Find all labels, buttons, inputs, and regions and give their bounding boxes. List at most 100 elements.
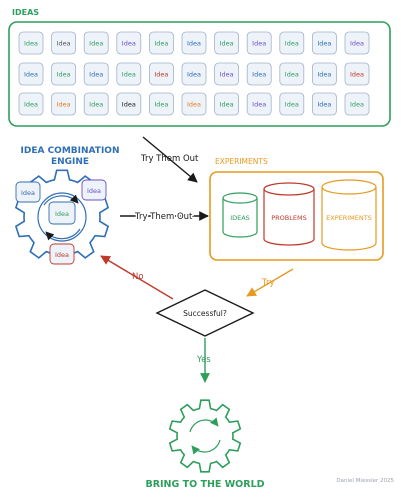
idea-card-label: Idea	[89, 71, 103, 79]
idea-card: Idea	[344, 62, 370, 86]
idea-card: Idea	[214, 62, 240, 86]
idea-card: Idea	[18, 62, 44, 86]
decision-label: Successful?	[183, 309, 227, 318]
idea-card-label: Idea	[252, 40, 266, 48]
engine-idea-label: Idea	[87, 187, 101, 195]
idea-card-label: Idea	[154, 101, 168, 109]
decision-diamond	[155, 289, 255, 337]
outcome-title: BRING TO THE WORLD	[145, 479, 264, 490]
arrow-ideas-to-experiments	[142, 136, 198, 183]
idea-card-label: Idea	[57, 40, 71, 48]
idea-card: Idea	[148, 31, 174, 55]
idea-card: Idea	[279, 31, 305, 55]
idea-card-label: Idea	[285, 101, 299, 109]
engine-title-line1: IDEA COMBINATION	[21, 146, 120, 156]
idea-card: Idea	[246, 92, 272, 116]
idea-card: Idea	[83, 92, 109, 116]
idea-card: Idea	[51, 62, 76, 86]
experiments-container	[209, 171, 384, 261]
idea-card-label: Idea	[154, 71, 168, 79]
idea-card: Idea	[214, 92, 240, 116]
idea-card: Idea	[116, 62, 142, 86]
idea-card: Idea	[344, 31, 370, 55]
idea-card-label: Idea	[350, 101, 364, 109]
idea-card-label: Idea	[350, 71, 364, 79]
world-gear-icon	[168, 399, 242, 473]
idea-card-label: Idea	[317, 40, 331, 48]
idea-card: Idea	[279, 92, 305, 116]
idea-card-label: Idea	[220, 101, 234, 109]
idea-card-label: Idea	[122, 71, 136, 79]
idea-card-label: Idea	[57, 71, 71, 79]
cylinder-experiments-label: EXPERIMENTS	[326, 214, 372, 222]
idea-card: Idea	[311, 92, 337, 116]
idea-card-label: Idea	[252, 101, 266, 109]
idea-card-label: Idea	[57, 101, 71, 109]
idea-card: Idea	[148, 92, 174, 116]
engine-idea-card: Idea	[49, 243, 75, 265]
engine-idea-label: Idea	[55, 210, 69, 218]
idea-card: Idea	[181, 62, 207, 86]
idea-card: Idea	[83, 31, 109, 55]
engine-idea-label: Idea	[55, 251, 69, 259]
idea-card: Idea	[311, 62, 337, 86]
idea-card-label: Idea	[89, 40, 103, 48]
idea-card-label: Idea	[285, 71, 299, 79]
cylinder-ideas-label: IDEAS	[230, 214, 250, 222]
engine-idea-card: Idea	[48, 201, 76, 225]
idea-card-label: Idea	[89, 101, 103, 109]
idea-card-label: Idea	[24, 101, 38, 109]
idea-card: Idea	[246, 31, 272, 55]
arrow-experiments-to-decision	[246, 268, 294, 297]
idea-card-label: Idea	[24, 40, 38, 48]
idea-card: Idea	[18, 31, 44, 55]
idea-card-label: Idea	[187, 101, 201, 109]
idea-card-label: Idea	[252, 71, 266, 79]
cylinder-problems: PROBLEMS	[263, 182, 315, 246]
engine-idea-card: Idea	[15, 181, 41, 203]
ideas-container	[8, 21, 391, 127]
engine-idea-label: Idea	[21, 189, 35, 197]
arrow-label-yes: Yes	[196, 355, 211, 365]
idea-card: Idea	[311, 31, 337, 55]
idea-card: Idea	[116, 31, 142, 55]
idea-card-label: Idea	[187, 40, 201, 48]
engine-title-line2: ENGINE	[51, 157, 89, 167]
idea-card-label: Idea	[317, 101, 331, 109]
credit-text: Daniel Miessler 2025	[336, 478, 394, 484]
idea-card-label: Idea	[350, 40, 364, 48]
engine-idea-card: Idea	[81, 179, 107, 201]
idea-card-label: Idea	[220, 71, 234, 79]
idea-card-label: Idea	[285, 40, 299, 48]
idea-card: Idea	[181, 92, 207, 116]
idea-card: Idea	[214, 31, 240, 55]
arrow-label-try-them-out-middle: Try Them Out	[134, 212, 193, 222]
idea-card: Idea	[148, 62, 174, 86]
idea-card-label: Idea	[24, 71, 38, 79]
arrow-label-try: Try	[261, 278, 274, 288]
idea-card-label: Idea	[122, 40, 136, 48]
idea-card: Idea	[51, 92, 76, 116]
experiments-title: EXPERIMENTS	[215, 157, 268, 166]
arrow-decision-to-engine	[100, 255, 174, 300]
idea-card-label: Idea	[220, 40, 234, 48]
idea-card-label: Idea	[317, 71, 331, 79]
idea-card-label: Idea	[122, 101, 136, 109]
idea-card: Idea	[116, 92, 142, 116]
ideas-section-title: IDEAS	[12, 8, 39, 17]
idea-card-label: Idea	[154, 40, 168, 48]
arrow-label-no: No	[132, 272, 144, 282]
engine-gear-icon	[14, 169, 110, 265]
idea-card: Idea	[246, 62, 272, 86]
idea-card: Idea	[279, 62, 305, 86]
cylinder-problems-label: PROBLEMS	[271, 214, 306, 222]
idea-card: Idea	[344, 92, 370, 116]
idea-card: Idea	[18, 92, 44, 116]
idea-card-label: Idea	[187, 71, 201, 79]
cylinder-experiments: EXPERIMENTS	[321, 179, 377, 251]
cylinder-ideas: IDEAS	[222, 192, 258, 238]
arrow-label-try-them-out-top: Try Them Out	[140, 154, 199, 164]
idea-card: Idea	[181, 31, 207, 55]
